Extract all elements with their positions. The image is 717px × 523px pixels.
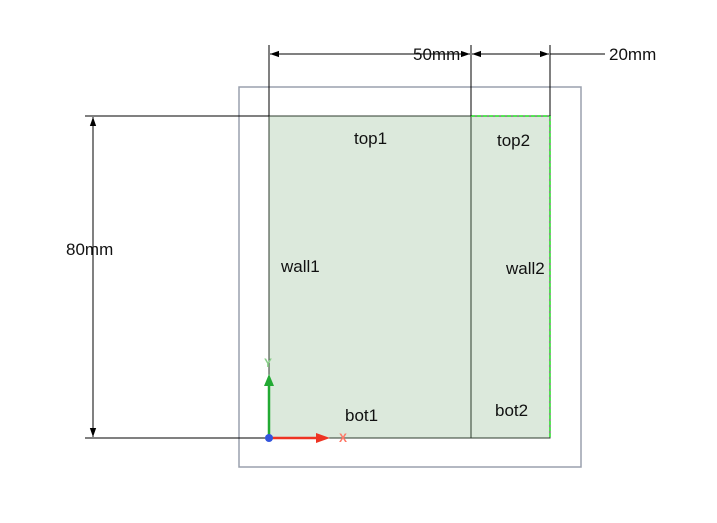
y-axis-arrowhead [264,374,274,386]
y-axis-label: Y [264,356,273,370]
region-label-top2: top2 [497,131,531,150]
origin-point[interactable] [265,434,273,442]
dimension-label-80mm[interactable]: 80mm [66,240,114,259]
view-frame [238,86,582,468]
region-label-wall2: wall2 [506,259,545,278]
region-label-bot2: bot2 [495,401,529,420]
region-label-wall1: wall1 [281,257,320,276]
face-1[interactable] [268,115,472,439]
dimension-label-20mm[interactable]: 20mm [609,45,657,64]
region-label-bot1: bot1 [345,406,379,425]
x-axis-label: X [339,431,348,445]
x-axis-arrowhead [316,433,330,443]
dimension-label-50mm[interactable]: 50mm [413,45,461,64]
region-label-top1: top1 [354,129,388,148]
